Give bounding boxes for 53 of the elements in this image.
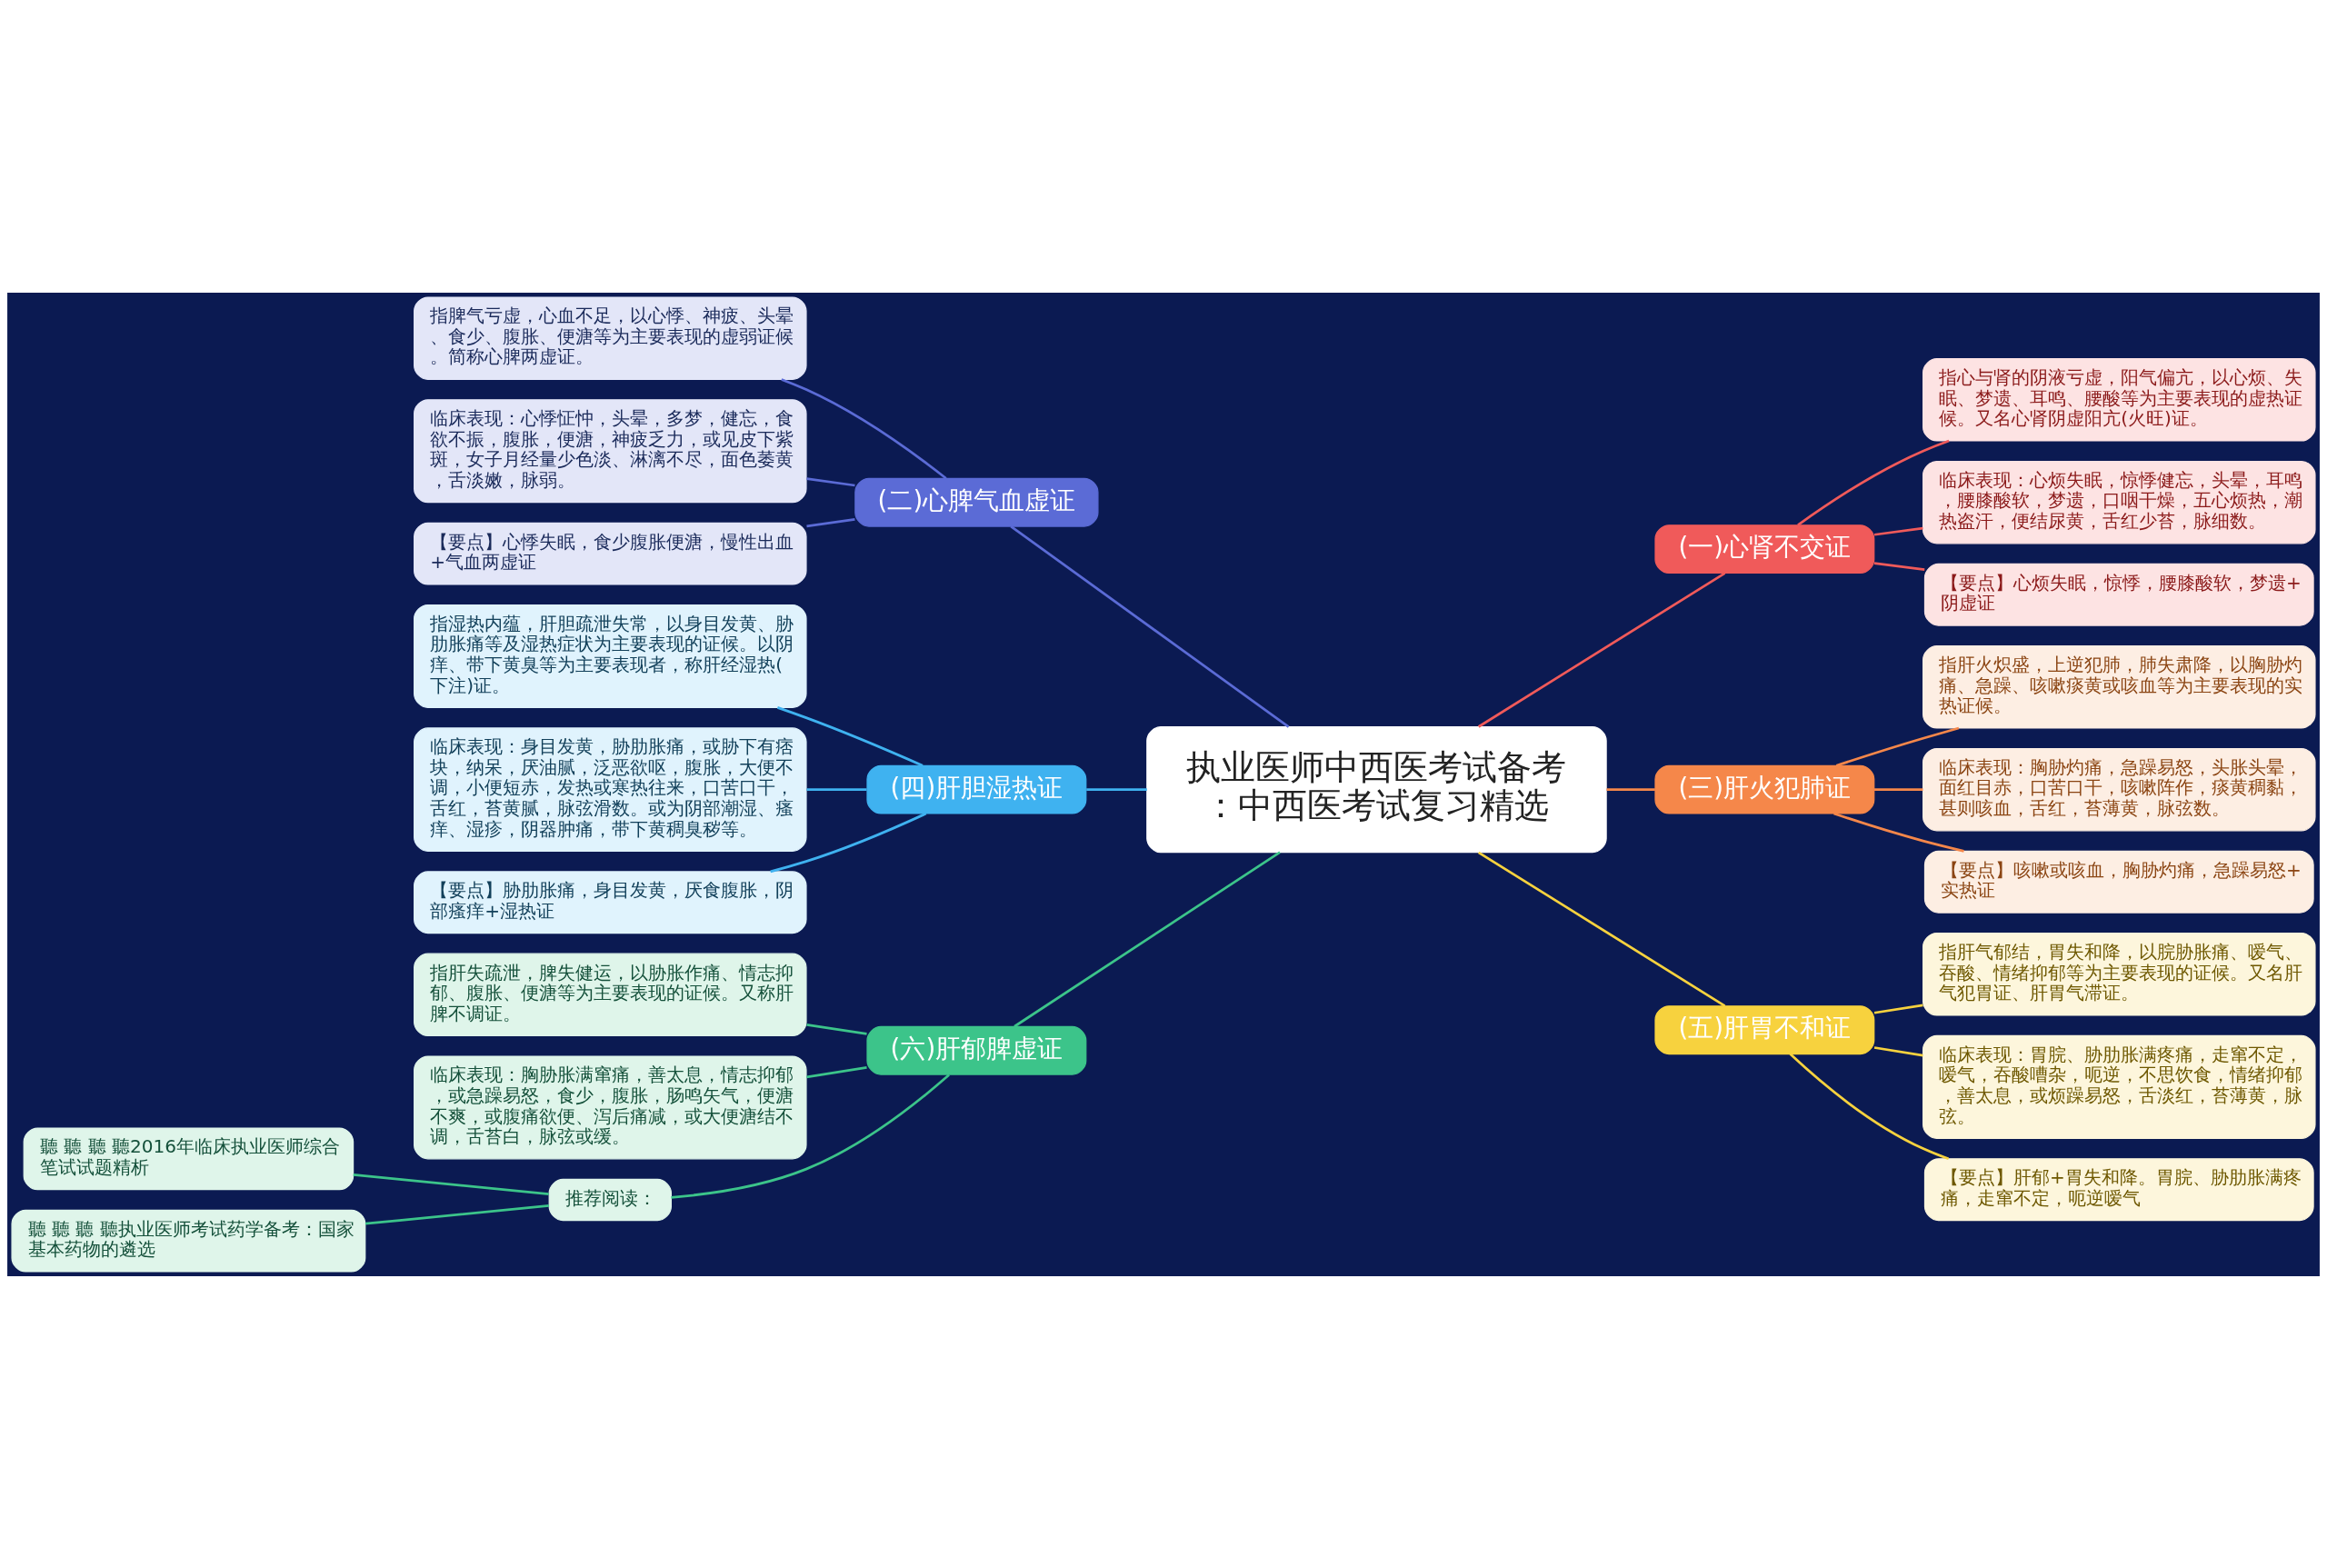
- connector: [776, 705, 924, 767]
- node-box: 指湿热内蕴，肝胆疏泄失常，以身目发黄、胁肋胀痛等及湿热症状为主要表现的证候。以阴痒、带下黄臭等为主要表现者，称肝经湿热(下注)证。: [414, 604, 807, 708]
- connector: [806, 1023, 867, 1035]
- node-box: 指脾气亏虚，心血不足，以心悸、神疲、头晕、食少、腹胀、便溏等为主要表现的虚弱证候。简称心脾两虚证。: [414, 295, 807, 380]
- connector: [1606, 787, 1655, 791]
- node-box: 执业医师中西医考试备考：中西医考试复习精选: [1146, 725, 1607, 853]
- node-box: (六)肝郁脾虚证: [866, 1025, 1087, 1075]
- connector: [1014, 851, 1281, 1027]
- node-box: (三)肝火犯肺证: [1654, 764, 1875, 814]
- connector: [1797, 439, 1950, 526]
- node-box: (二)心脾气血虚证: [854, 477, 1099, 527]
- node-box: (五)肝胃不和证: [1654, 1004, 1875, 1054]
- node-box: 临床表现：胃脘、胁肋胀满疼痛，走窜不定，嗳气，吞酸嘈杂，呃逆，不思饮食，情绪抑郁，善太息，或烦躁易怒，舌淡红，苔薄黄，脉弦。: [1923, 1034, 2316, 1139]
- connector: [781, 377, 947, 479]
- connector: [806, 517, 855, 527]
- connector: [806, 787, 867, 791]
- connector: [1477, 851, 1726, 1007]
- connector: [1873, 1003, 1923, 1014]
- node-box: 【要点】肝郁+胃失和降。胃脘、胁肋胀满疼痛，走窜不定，呃逆嗳气: [1923, 1157, 2314, 1221]
- node-box: 【要点】胁肋胀痛，身目发黄，厌食腹胀，阴部瘙痒+湿热证: [414, 870, 807, 934]
- connector: [806, 1065, 867, 1078]
- connector: [1873, 526, 1923, 536]
- connector: [1873, 561, 1925, 571]
- connector: [353, 1173, 549, 1195]
- node-box: 推荐阅读：: [548, 1178, 672, 1221]
- node-box: 临床表现：心烦失眠，惊悸健忘，头晕，耳鸣，腰膝酸软，梦遗，口咽干燥，五心烦热，潮热盗汗，便结尿黄，舌红少苔，脉细数。: [1923, 460, 2316, 544]
- node-box: 【要点】咳嗽或咳血，胸胁灼痛，急躁易怒+实热证: [1923, 850, 2314, 914]
- connector: [671, 1074, 950, 1199]
- connector: [1010, 524, 1290, 728]
- node-box: 指肝火炽盛，上逆犯肺，肺失肃降，以胸胁灼痛、急躁、咳嗽痰黄或咳血等为主要表现的实热证候。: [1923, 644, 2316, 729]
- node-box: 【要点】心烦失眠，惊悸，腰膝酸软，梦遗+阴虚证: [1923, 563, 2314, 626]
- node-box: 临床表现：身目发黄，胁肋胀痛，或胁下有痞块，纳呆，厌油腻，泛恶欲呕，腹胀，大便不调，小便短赤，发热或寒热往来，口苦口干，舌红，苔黄腻，脉弦滑数。或为阴部潮湿、瘙痒、湿疹，阴器肿痛，带下黄稠臭秽等。: [414, 726, 807, 852]
- node-box: 聽 聽 聽 聽2016年临床执业医师综合笔试试题精析: [23, 1126, 355, 1190]
- connector: [1086, 787, 1147, 791]
- node-box: 临床表现：胸胁灼痛，急躁易怒，头胀头晕，面红目赤，口苦口干，咳嗽阵作，痰黄稠黏，甚则咳血，舌红，苔薄黄，脉弦数。: [1923, 747, 2316, 831]
- node-box: (一)心肾不交证: [1654, 524, 1875, 574]
- connector: [1789, 1053, 1950, 1160]
- node-box: (四)肝胆湿热证: [866, 764, 1087, 814]
- connector: [1477, 571, 1726, 728]
- node-box: 临床表现：胸胁胀满窜痛，善太息，情志抑郁，或急躁易怒，食少，腹胀，肠鸣矢气，便溏不爽，或腹痛欲便、泻后痛减，或大便溏结不调，舌苔白，脉弦或缓。: [414, 1054, 807, 1159]
- connector: [1833, 812, 1964, 853]
- node-box: 指肝失疏泄，脾失健运，以胁胀作痛、情志抑郁、腹胀、便溏等为主要表现的证候。又称肝脾不调证。: [414, 953, 807, 1036]
- node-box: 临床表现：心悸怔忡，头晕，多梦，健忘，食欲不振，腹胀，便溏，神疲乏力，或见皮下紫斑，女子月经量少色淡、淋漓不尽，面色萎黄，舌淡嫩，脉弱。: [414, 398, 807, 503]
- connector: [806, 476, 855, 486]
- node-box: 指肝气郁结，胃失和降，以脘胁胀痛、嗳气、吞酸、情绪抑郁等为主要表现的证候。又名肝气犯胃证、肝胃气滞证。: [1923, 932, 2316, 1015]
- connector: [365, 1203, 550, 1225]
- connector: [1874, 787, 1923, 791]
- connector: [1873, 1045, 1923, 1057]
- connector: [770, 812, 927, 873]
- node-box: 【要点】心悸失眠，食少腹胀便溏，慢性出血+气血两虚证: [414, 522, 807, 585]
- node-box: 聽 聽 聽 聽执业医师考试药学备考：国家基本药物的遴选: [11, 1209, 366, 1273]
- node-box: 指心与肾的阴液亏虚，阳气偏亢，以心烦、失眠、梦遗、耳鸣、腰酸等为主要表现的虚热证候。又名心肾阴虚阳亢(火旺)证。: [1923, 357, 2316, 442]
- connector: [1835, 726, 1960, 767]
